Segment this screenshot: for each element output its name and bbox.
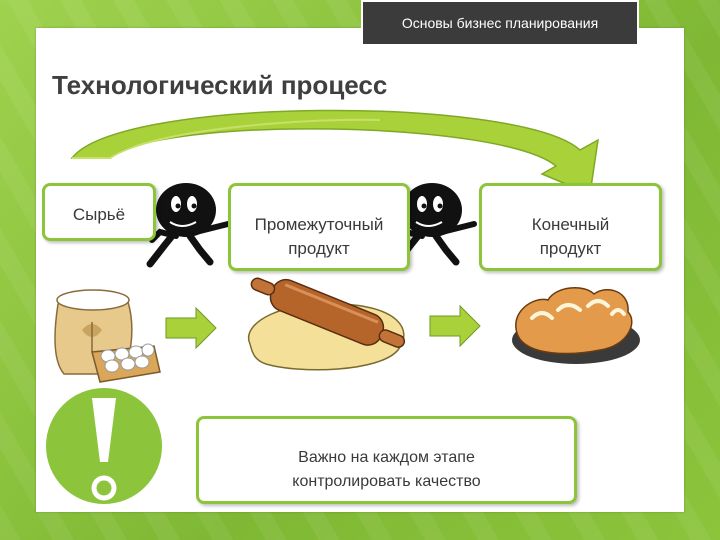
- stage-intermediate-line1: Промежуточный: [254, 215, 384, 234]
- eggs-icon: [91, 343, 161, 383]
- flour-sack-icon: [54, 289, 133, 375]
- stage-final-line2: продукт: [539, 239, 602, 258]
- note-line1: Важно на каждом этапе: [298, 449, 475, 466]
- stage-box-intermediate: Промежуточный продукт: [228, 183, 410, 271]
- slide-title: Технологический процесс: [52, 70, 388, 100]
- stage-box-final: Конечный продукт: [479, 183, 662, 271]
- right-arrow-icon: [165, 306, 217, 350]
- curved-arrow-icon: [70, 109, 599, 196]
- note-line2: контролировать качество: [292, 473, 481, 490]
- running-figure-icon: [146, 183, 231, 268]
- right-arrow-icon: [429, 304, 481, 348]
- stage-final-line1: Конечный: [531, 215, 610, 234]
- stage-box-raw: Сырьё: [42, 183, 156, 241]
- quality-note-box: Важно на каждом этапе контролировать кач…: [196, 416, 577, 504]
- rolling-pin-icon: [247, 277, 406, 371]
- stage-raw-label: Сырьё: [72, 205, 126, 224]
- exclamation-icon: [46, 388, 162, 504]
- header-tab: Основы бизнес планирования: [361, 0, 639, 46]
- bread-loaf-icon: [512, 287, 640, 364]
- header-label: Основы бизнес планирования: [401, 15, 599, 31]
- stage-intermediate-line2: продукт: [288, 239, 350, 258]
